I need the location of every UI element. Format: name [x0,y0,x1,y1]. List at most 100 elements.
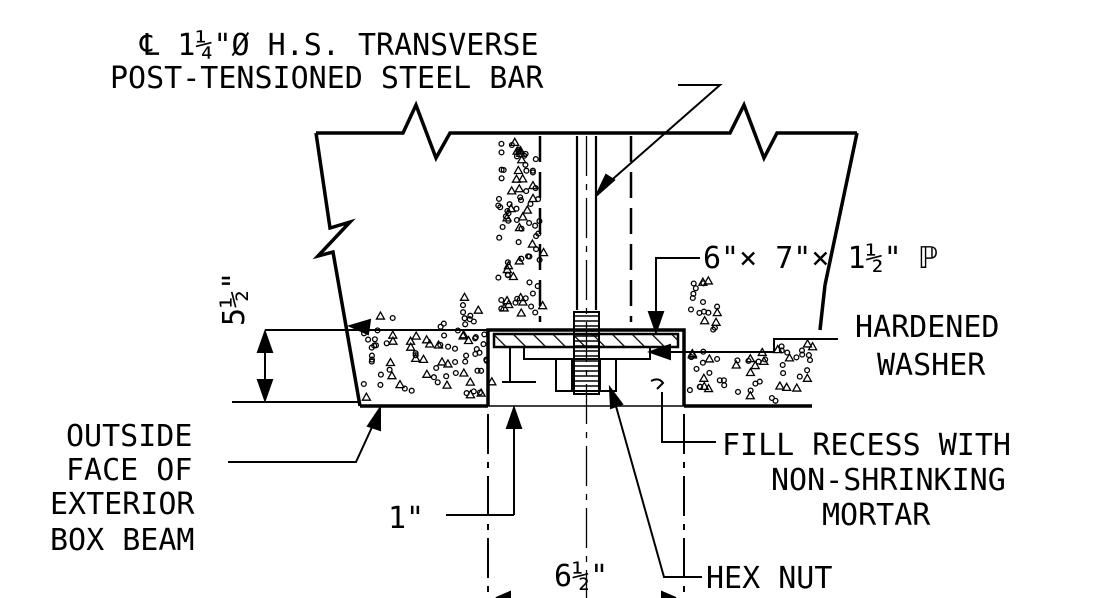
stipple-mark [745,367,756,377]
stipple-mark [692,285,699,292]
stipple-mark [478,367,485,374]
stipple-mark [498,296,505,304]
stipple-mark [690,280,697,287]
stipple-mark [513,205,520,212]
dim-six-half-label: 6½" [554,559,608,594]
stipple-mark [498,305,505,312]
stipple-mark [361,391,372,401]
stipple-mark [437,341,444,348]
stipple-mark [513,165,524,175]
stipple-mark [504,207,511,215]
stipple-mark [532,185,539,192]
stipple-mark [714,355,721,363]
stipple-mark [410,353,421,363]
stipple-mark [451,345,459,352]
stipple-mark [498,149,505,156]
plate-label: 6"× 7"× 1½" ℙ [703,241,938,276]
stipple-mark [418,354,429,364]
recess-depth-marks [502,346,665,390]
stipple-mark [389,314,396,322]
stipple-mark [503,299,514,309]
stipple-mark [523,167,530,174]
stipple-mark [514,183,525,193]
stipple-mark [779,361,786,369]
stipple-mark [687,306,695,313]
stipple-mark [699,359,706,366]
stipple-mark [750,360,761,370]
stipple-mark [480,341,487,348]
stipple-mark [699,315,710,325]
stipple-mark [515,239,522,246]
stipple-mark [806,357,814,364]
stipple-mark [462,358,469,365]
stipple-mark [517,194,524,201]
stipple-mark [506,185,517,195]
stipple-mark [385,357,396,367]
leader-outside-face [228,413,379,463]
labels: ℄ 1¼"Ø H.S. TRANSVERSE POST-TENSIONED ST… [50,28,1011,596]
stipple-mark [465,376,476,386]
stipple-mark [529,169,536,176]
stipple-mark [408,387,415,394]
stipple-mark [705,309,712,316]
stipple-mark [690,290,697,297]
leader-hex-nut [611,391,702,578]
stipple-mark [452,358,459,366]
stipple-mark [712,307,723,317]
stipple-mark [459,291,470,301]
stipple-mark [762,356,769,363]
stipple-mark [703,383,714,393]
stipple-mark [525,253,532,260]
stipple-mark [517,173,528,183]
stipple-mark [472,334,479,341]
stipple-mark [443,373,450,380]
stipple-mark [700,280,707,287]
stipple-mark [527,200,534,208]
stipple-mark [720,377,727,384]
stipple-mark [441,379,453,389]
stipple-mark [774,380,785,390]
stipple-mark [459,302,467,309]
stipple-mark [458,329,469,339]
stipple-mark [731,359,742,369]
outside-face-line4: BOX BEAM [50,523,195,558]
stipple-mark [515,145,526,155]
stipple-mark [514,255,525,265]
stipple-mark [686,387,693,394]
stipple-mark [473,304,484,314]
stipple-mark [804,367,811,374]
stipple-mark [498,166,505,173]
stipple-mark [499,223,506,231]
stipple-mark [515,147,526,157]
stipple-mark [434,379,441,386]
stipple-mark [538,247,549,257]
stipple-mark [412,352,419,359]
stipple-mark [508,141,515,149]
stipple-mark [512,299,519,306]
stipple-mark [802,338,813,348]
stipple-mark [793,354,800,361]
stipple-mark [693,365,700,372]
stipple-mark [704,353,715,363]
stipple-mark [462,321,469,328]
stipple-mark [372,342,380,349]
stipple-mark [433,364,440,372]
stipple-mark [768,394,775,402]
stipple-mark [383,340,390,347]
stipple-mark [784,349,791,356]
stipple-mark [458,367,469,377]
stipple-mark [386,370,398,380]
beam-left-side-with-break [312,132,362,407]
stipple-mark [483,356,490,363]
stipple-mark [368,356,376,363]
stipple-mark [460,309,467,316]
stipple-mark [527,193,539,203]
stipple-mark [360,380,367,388]
stipple-mark [481,331,488,338]
outside-face-line1: OUTSIDE [66,419,192,454]
stipple-mark [516,307,527,317]
stipple-mark [745,390,756,400]
stipple-mark [522,204,533,214]
hex-nut-label: HEX NUT [706,561,832,596]
stipple-mark [703,275,714,285]
